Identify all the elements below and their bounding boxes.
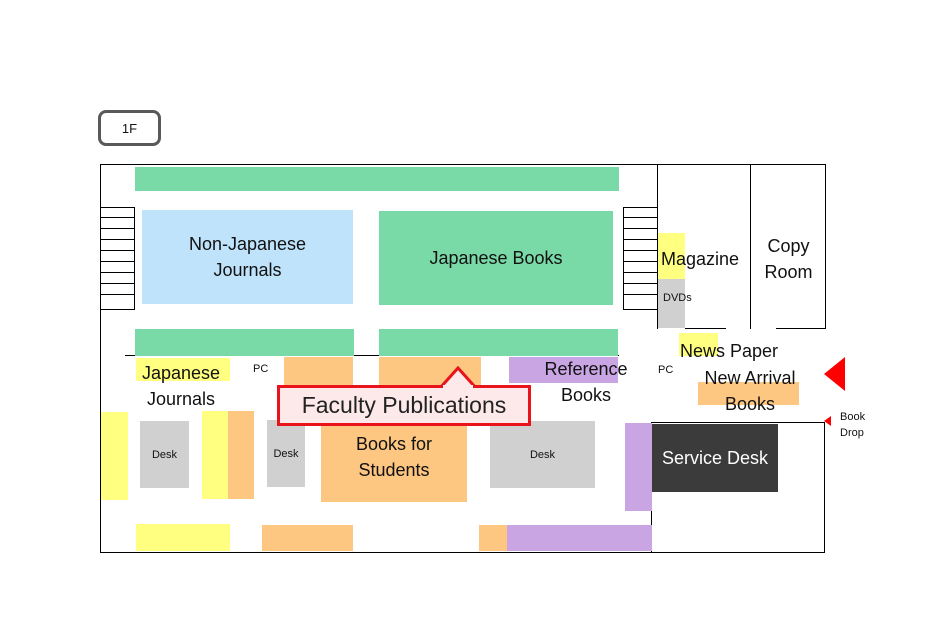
- yellow-shelf-left-wall: [101, 412, 128, 500]
- reference-shelf-top: [509, 357, 618, 383]
- japanese-journals-rack: [136, 358, 230, 381]
- callout-pointer-mask: [443, 385, 473, 389]
- dvds-label: DVDs: [663, 292, 692, 304]
- book-drop-label: Book Drop: [840, 411, 866, 439]
- outer-wall-right-upper: [825, 164, 826, 329]
- outer-wall-right-lower: [824, 422, 825, 553]
- wall-magazine-bottom: [685, 328, 726, 329]
- callout-pointer-icon: [440, 366, 476, 388]
- pc-label-right: PC: [658, 364, 674, 376]
- new-arrival-books-label: New Arrival Books: [704, 368, 796, 414]
- desk-middle: Desk: [267, 420, 305, 487]
- reference-shelf-right: [625, 423, 652, 511]
- new-arrival-shelf: [698, 382, 799, 405]
- dvd-rack: [658, 279, 685, 328]
- outer-wall-bottom: [100, 552, 825, 553]
- news-paper-label: News Paper: [680, 341, 779, 361]
- wall-service-top: [651, 422, 825, 423]
- entrance-arrow-icon: [824, 357, 845, 391]
- non-japanese-journals-area: Non-Japanese Journals: [142, 210, 353, 304]
- orange-shelf-bottom-right: [479, 525, 507, 551]
- shelf-top-green: [135, 167, 619, 191]
- divider-copy-room: [750, 164, 751, 329]
- floor-divider-line: [125, 355, 619, 356]
- desk-right: Desk: [490, 421, 595, 488]
- stairs-left: [100, 207, 135, 310]
- outer-wall-top: [100, 164, 826, 165]
- books-for-students-area: Books for Students: [321, 412, 467, 502]
- floor-badge: 1F: [98, 110, 161, 146]
- stairs-right: [623, 207, 658, 310]
- faculty-publications-callout: Faculty Publications: [277, 385, 531, 426]
- service-desk: Service Desk: [652, 424, 778, 492]
- magazine-label: Magazine: [661, 249, 740, 269]
- japanese-journals-label: Japanese Journals: [141, 363, 221, 409]
- yellow-shelf-bottom: [136, 524, 230, 551]
- copy-room-label: Copy Room: [764, 236, 813, 282]
- outer-wall-left: [100, 164, 101, 553]
- wall-copyroom-bottom: [776, 328, 826, 329]
- desk-left: Desk: [140, 421, 189, 488]
- book-drop-arrow-icon: [824, 416, 831, 426]
- shelf-mid-right-green: [379, 329, 618, 356]
- shelf-mid-left-green: [135, 329, 354, 356]
- japanese-books-area: Japanese Books: [379, 211, 613, 305]
- yellow-shelf-center: [202, 411, 228, 499]
- pc-label-left: PC: [253, 363, 269, 375]
- faculty-publications-shelf-left: [284, 357, 353, 385]
- orange-shelf-bottom-left: [262, 525, 353, 551]
- reference-shelf-bottom: [507, 525, 652, 551]
- orange-shelf-center: [228, 411, 254, 499]
- reference-books-label: Reference Books: [544, 359, 628, 405]
- magazine-rack: [658, 233, 685, 279]
- news-paper-rack: [679, 333, 718, 356]
